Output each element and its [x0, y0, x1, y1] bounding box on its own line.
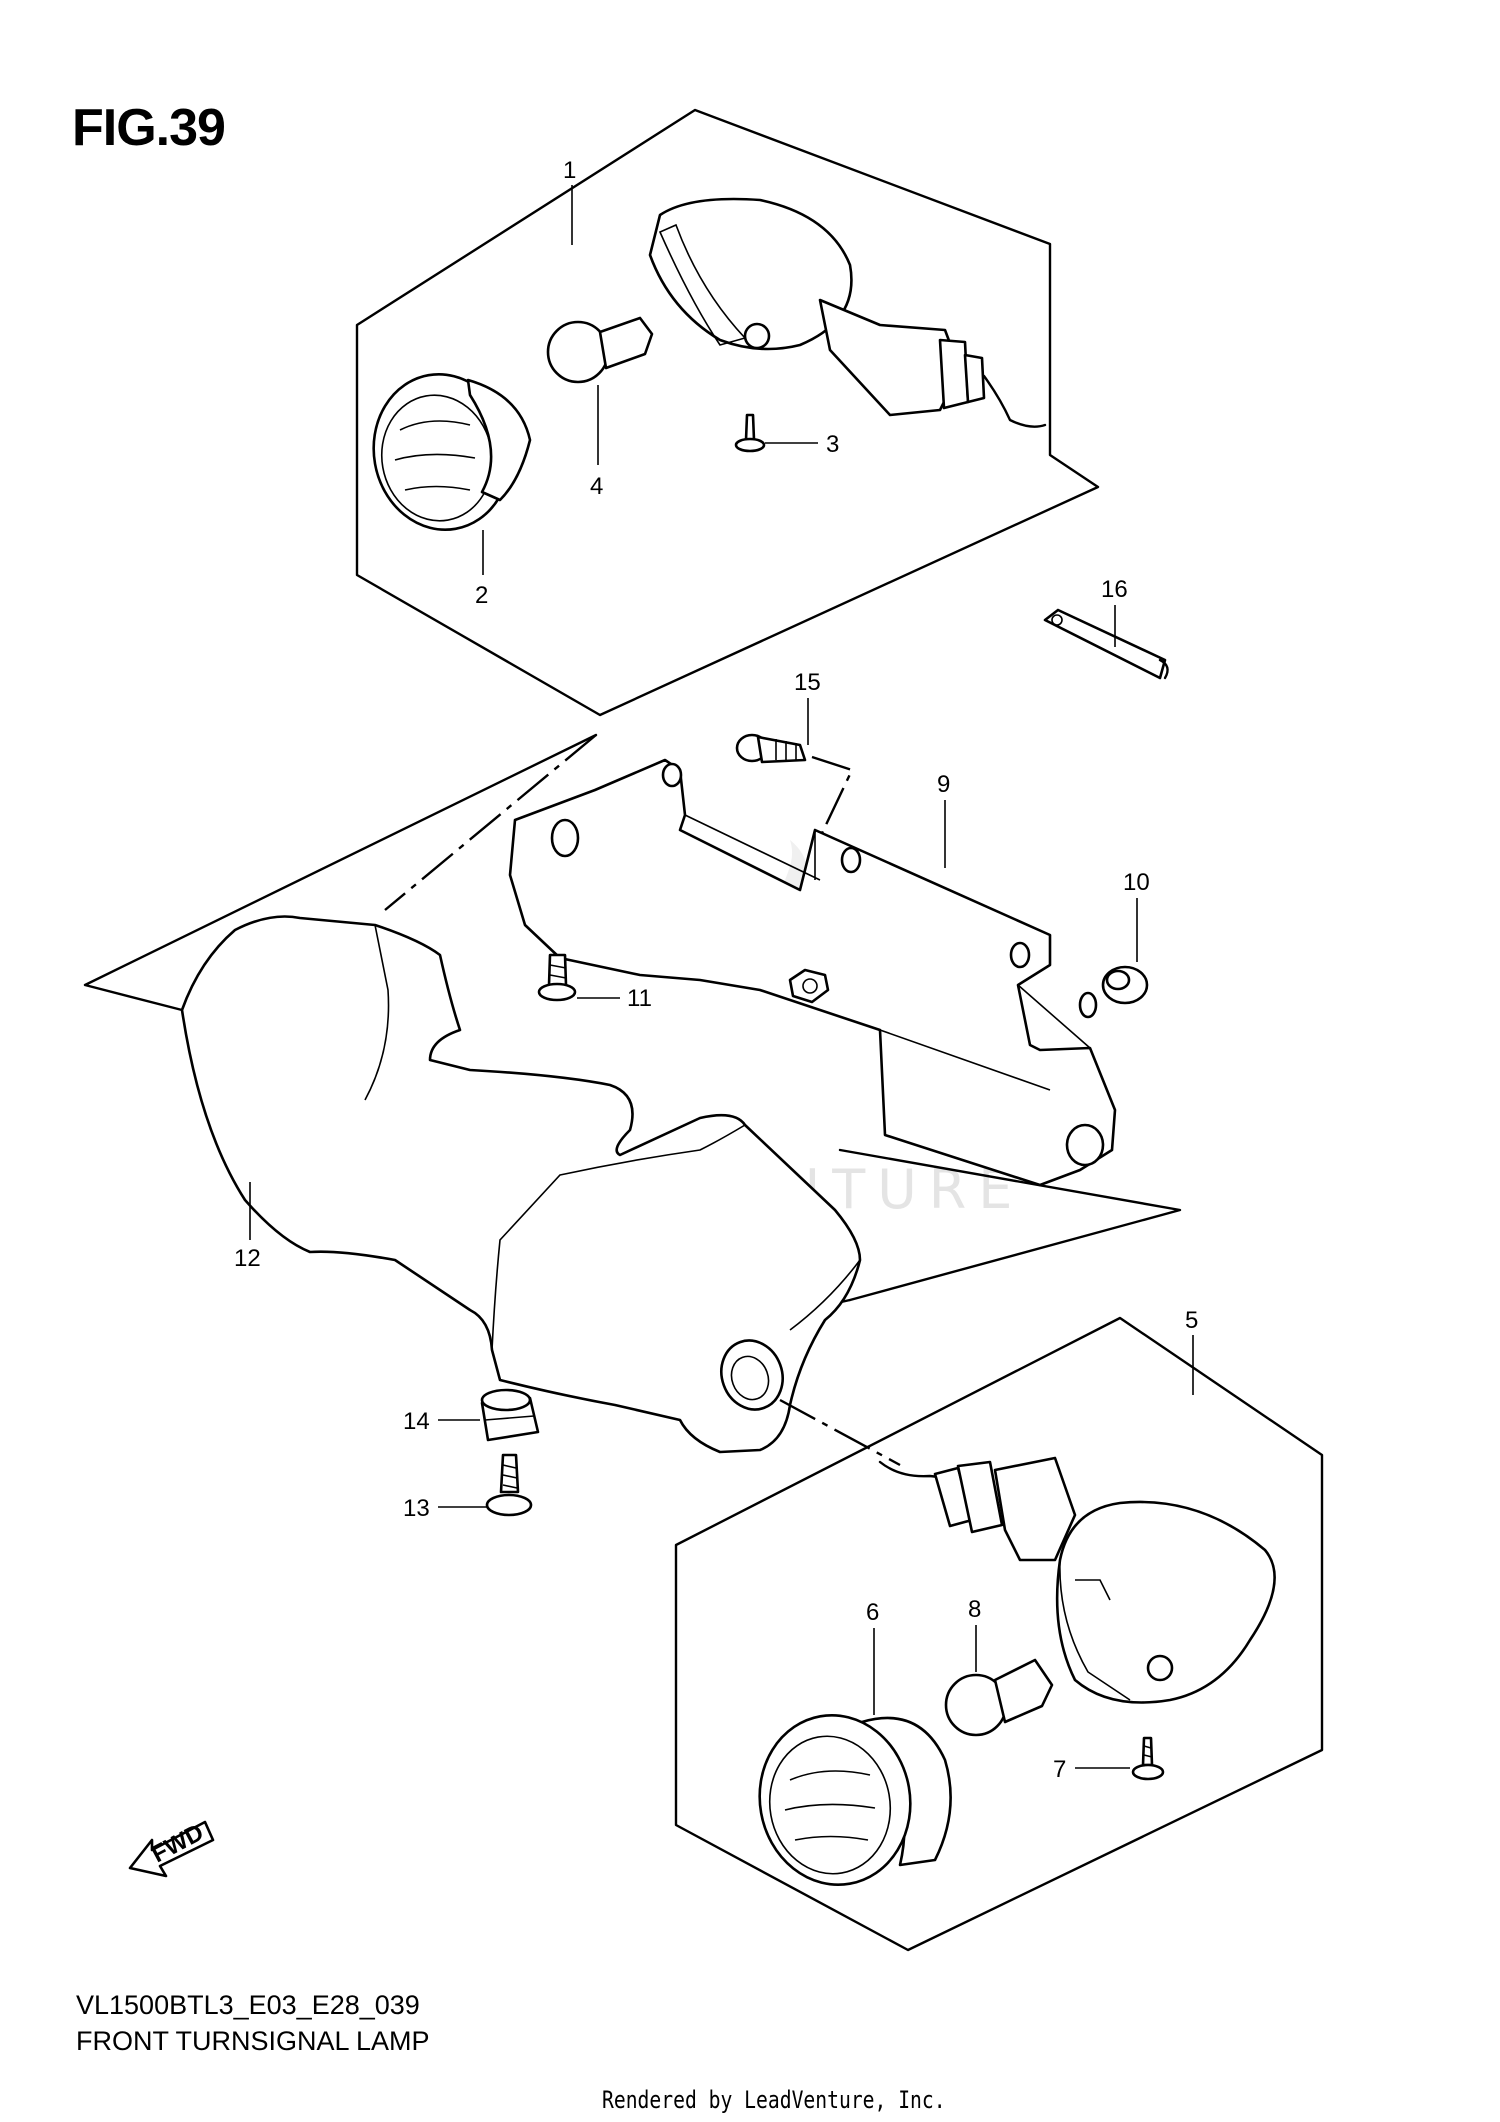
callout-16: 16 [1101, 576, 1128, 647]
fwd-arrow: FWD [128, 1819, 215, 1878]
callout-15: 15 [794, 669, 821, 745]
callout-8: 8 [968, 1596, 981, 1672]
callout-6: 6 [866, 1599, 879, 1715]
callout-number: 6 [866, 1599, 879, 1626]
render-credit: Rendered by LeadVenture, Inc. [602, 2086, 946, 2114]
model-code: VL1500BTL3_E03_E28_039 [76, 1990, 420, 2020]
lower-lens [758, 1713, 952, 1887]
diagram-caption: FRONT TURNSIGNAL LAMP [76, 2026, 430, 2056]
callout-number: 15 [794, 669, 821, 696]
clip-16 [1043, 608, 1169, 680]
callout-number: 4 [590, 473, 603, 500]
cover-12 [180, 915, 862, 1454]
callout-number: 1 [563, 157, 576, 184]
callout-number: 7 [1053, 1756, 1066, 1783]
callout-number: 14 [403, 1408, 430, 1435]
lower-housing [878, 1456, 1276, 1704]
callout-14: 14 [403, 1408, 480, 1435]
callout-3: 3 [765, 431, 839, 458]
bracket-9 [508, 758, 1117, 1187]
upper-housing [648, 197, 1047, 428]
callout-number: 3 [826, 431, 839, 458]
screw-3 [734, 413, 766, 453]
screw-7 [1131, 1736, 1165, 1781]
grommet-14 [480, 1388, 540, 1442]
callout-13: 13 [403, 1495, 487, 1522]
callout-10: 10 [1123, 869, 1150, 962]
lower-bulb [944, 1658, 1054, 1737]
callout-number: 5 [1185, 1307, 1198, 1334]
upper-assembly-box [355, 108, 1100, 717]
callout-9: 9 [937, 771, 950, 868]
upper-lens [372, 372, 532, 532]
callout-number: 11 [627, 985, 652, 1012]
callout-2: 2 [475, 530, 488, 609]
callout-number: 2 [475, 582, 488, 609]
fwd-label: FWD [147, 1819, 208, 1868]
spacer-10 [1101, 965, 1149, 1005]
callout-number: 8 [968, 1596, 981, 1623]
callout-7: 7 [1053, 1756, 1130, 1783]
callout-4: 4 [590, 385, 603, 500]
callout-number: 12 [234, 1245, 261, 1272]
callout-number: 9 [937, 771, 950, 798]
upper-bulb [546, 316, 654, 384]
callout-11: 11 [577, 985, 652, 1012]
callout-12: 12 [234, 1182, 261, 1272]
bolt-11 [537, 953, 577, 1002]
figure-title: FIG.39 [72, 99, 226, 157]
callout-1: 1 [563, 157, 576, 245]
callout-5: 5 [1185, 1307, 1198, 1395]
lower-assembly-box [674, 1316, 1324, 1952]
callout-number: 13 [403, 1495, 430, 1522]
callout-number: 10 [1123, 869, 1150, 896]
bolt-15 [735, 733, 854, 849]
bolt-13 [485, 1453, 533, 1517]
callout-number: 16 [1101, 576, 1128, 603]
